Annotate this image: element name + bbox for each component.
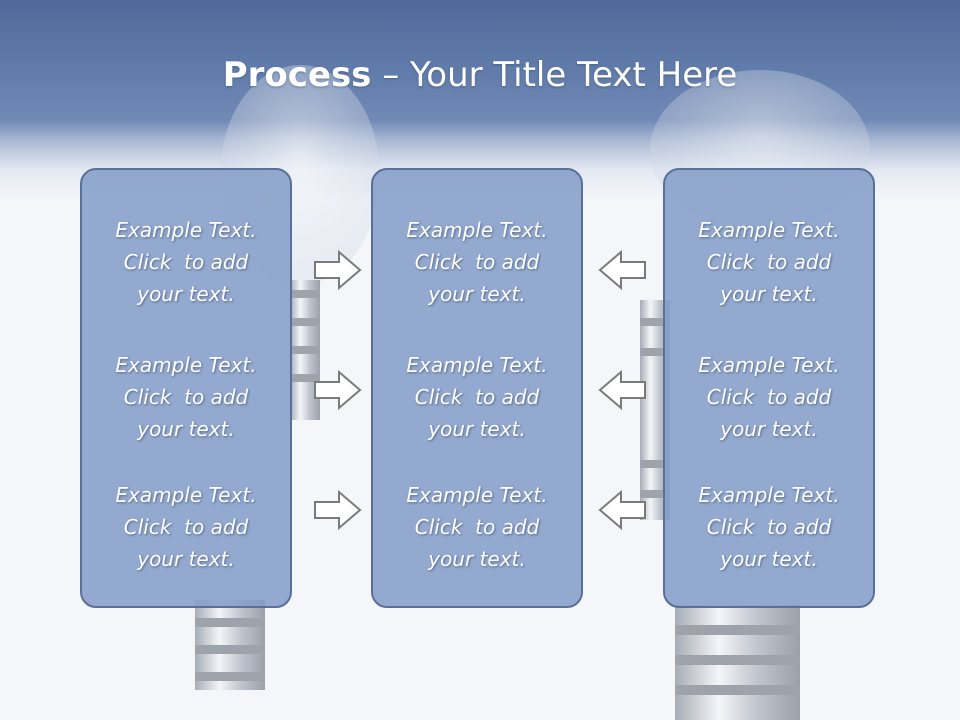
text-block[interactable]: Example Text. Click to add your text. — [665, 214, 873, 310]
text-block[interactable]: Example Text. Click to add your text. — [373, 479, 581, 575]
title-rest: – Your Title Text Here — [371, 55, 738, 95]
text-line: Example Text. — [698, 483, 840, 507]
text-line: Click to add — [123, 250, 249, 274]
text-block[interactable]: Example Text. Click to add your text. — [665, 479, 873, 575]
right-arrow-icon — [313, 249, 363, 291]
left-arrow-icon — [597, 369, 647, 411]
text-line: Example Text. — [698, 353, 840, 377]
text-line: Example Text. — [406, 353, 548, 377]
text-line: Click to add — [414, 385, 540, 409]
left-arrow-icon — [597, 249, 647, 291]
text-line: Example Text. — [698, 218, 840, 242]
slide-title[interactable]: Process – Your Title Text Here — [0, 52, 960, 98]
text-line: your text. — [720, 547, 818, 571]
text-panel-center[interactable]: Example Text. Click to add your text. Ex… — [371, 168, 583, 608]
text-line: Example Text. — [406, 483, 548, 507]
text-line: Example Text. — [115, 218, 257, 242]
text-line: your text. — [137, 282, 235, 306]
text-line: Click to add — [123, 515, 249, 539]
text-line: Click to add — [706, 250, 832, 274]
text-block[interactable]: Example Text. Click to add your text. — [82, 214, 290, 310]
text-block[interactable]: Example Text. Click to add your text. — [373, 214, 581, 310]
text-line: Click to add — [706, 515, 832, 539]
left-arrow-icon — [597, 489, 647, 531]
text-line: your text. — [137, 547, 235, 571]
text-line: Click to add — [414, 515, 540, 539]
right-arrow-icon — [313, 369, 363, 411]
text-line: Click to add — [123, 385, 249, 409]
text-line: your text. — [428, 547, 526, 571]
text-line: Example Text. — [115, 483, 257, 507]
text-panel-right[interactable]: Example Text. Click to add your text. Ex… — [663, 168, 875, 608]
text-block[interactable]: Example Text. Click to add your text. — [82, 349, 290, 445]
text-block[interactable]: Example Text. Click to add your text. — [373, 349, 581, 445]
text-line: Example Text. — [115, 353, 257, 377]
text-line: your text. — [720, 282, 818, 306]
text-line: your text. — [137, 417, 235, 441]
text-line: your text. — [428, 282, 526, 306]
right-arrow-icon — [313, 489, 363, 531]
text-panel-left[interactable]: Example Text. Click to add your text. Ex… — [80, 168, 292, 608]
text-line: your text. — [428, 417, 526, 441]
text-block[interactable]: Example Text. Click to add your text. — [82, 479, 290, 575]
title-bold-word: Process — [222, 55, 372, 95]
text-line: your text. — [720, 417, 818, 441]
text-line: Click to add — [706, 385, 832, 409]
text-block[interactable]: Example Text. Click to add your text. — [665, 349, 873, 445]
text-line: Click to add — [414, 250, 540, 274]
text-line: Example Text. — [406, 218, 548, 242]
